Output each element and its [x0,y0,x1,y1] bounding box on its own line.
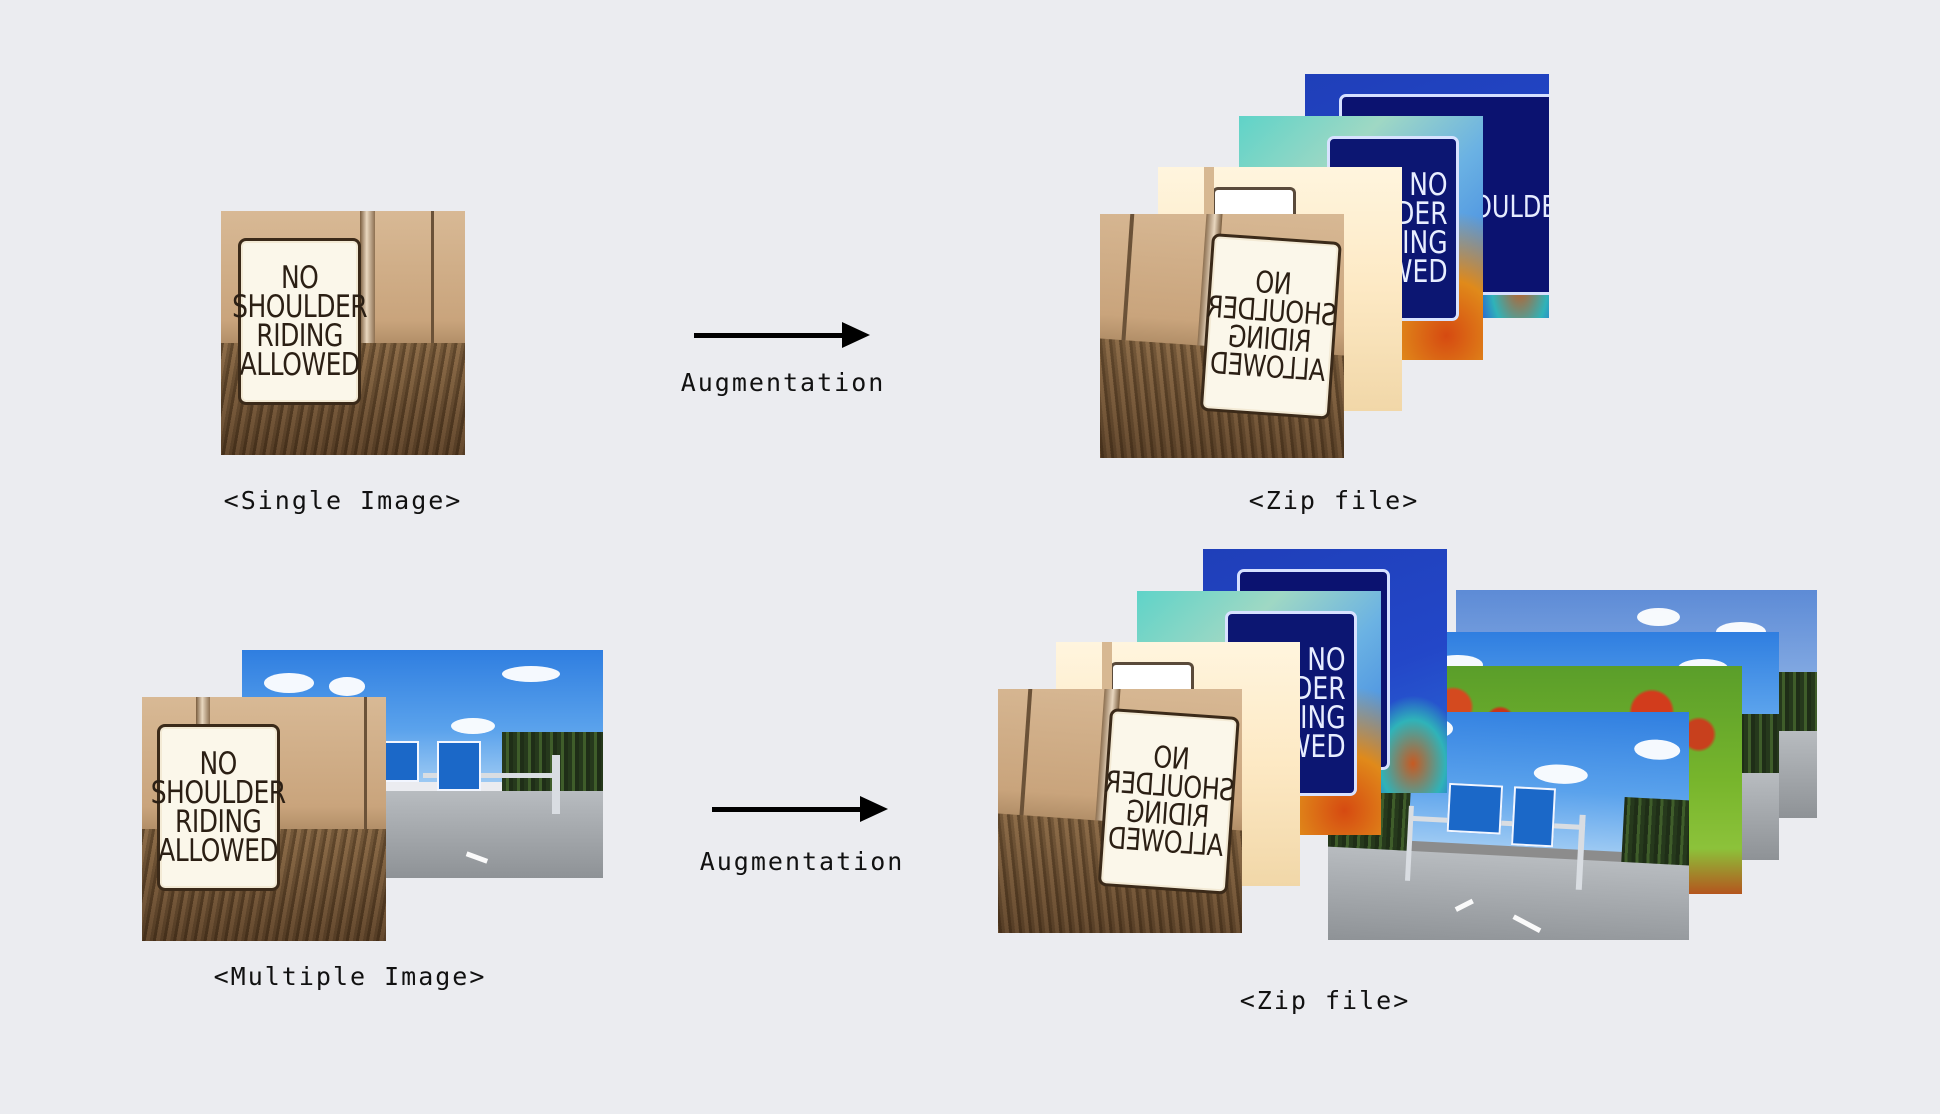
sign-board: NO SHOULDER RIDING ALLOWED [232,237,368,405]
single-image-caption: <Single Image> [223,486,463,515]
augmentation-label: Augmentation [699,847,905,876]
multiple-input-sign-image: NO SHOULDER RIDING ALLOWED [142,697,386,941]
augmented-rotated-tile: NO SHOULDER RIDING ALLOWED [998,689,1242,933]
highway-sign-board [436,741,481,791]
sign-text-line: ALLOWED [239,346,361,383]
sign-text-line: SHOULDER [232,288,368,325]
sign-text-line: RIDING [256,317,343,354]
sign-text-line: ALLOWED [1209,345,1327,389]
augmented-rotated-tile: NO SHOULDER RIDING ALLOWED [1100,214,1344,458]
augmentation-arrow-line [712,807,862,812]
single-input-image: NO SHOULDER RIDING ALLOWED [221,211,465,455]
sign-text-line: NO [199,745,237,782]
sign-board: NO SHOULDER RIDING ALLOWED [1200,233,1342,420]
sign-text-line: ALLOWED [1107,820,1225,864]
zip-file-caption: <Zip file> [1248,486,1420,515]
sign-text-line: NO [280,259,319,296]
augmentation-label: Augmentation [680,368,886,397]
sign-board: NO SHOULDER RIDING ALLOWED [151,723,286,891]
sign-board: NO SHOULDER RIDING ALLOWED [1098,708,1240,895]
sign-text-line: ALLOWED [158,832,279,869]
augmentation-arrow-head [842,322,870,348]
sign-text-line: RIDING [174,803,262,840]
multiple-image-caption: <Multiple Image> [213,962,487,991]
augmentation-arrow-head [860,796,888,822]
zip-file-caption: <Zip file> [1239,986,1411,1015]
sign-text-line: SHOULDER [150,774,287,811]
highway-sign-board [1511,786,1557,848]
highway-sign-board [1446,783,1503,835]
augmentation-arrow-line [694,333,844,338]
